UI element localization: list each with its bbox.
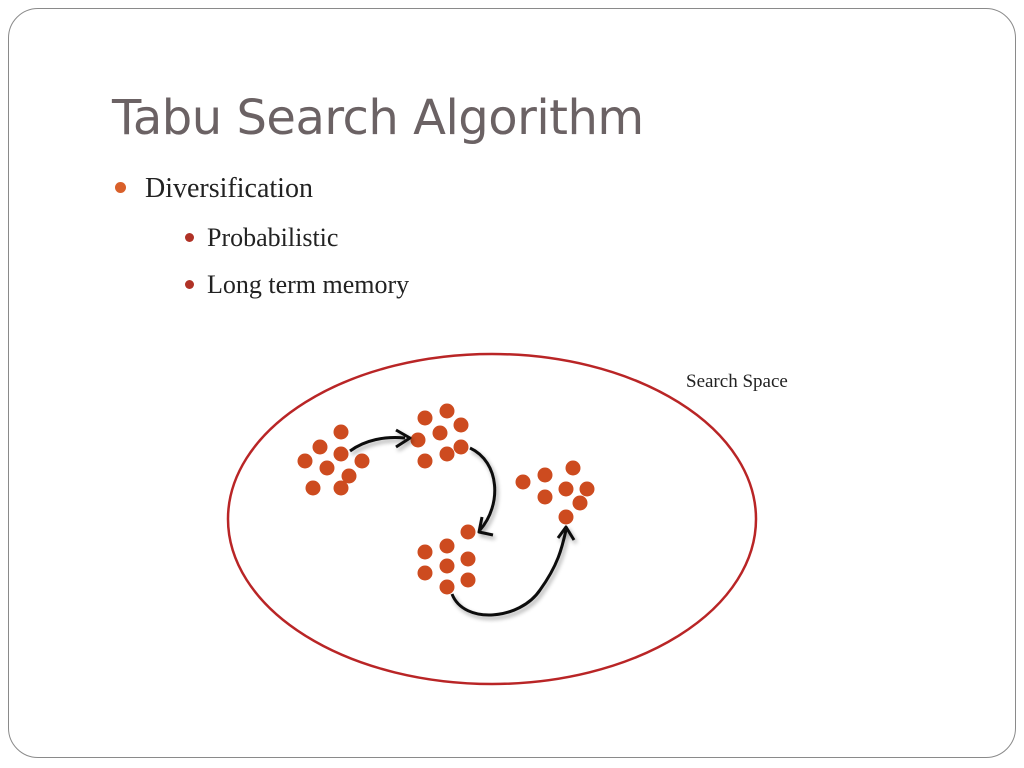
bullet-list: Diversification Probabilistic Long term … [113,168,409,308]
sub-bullet-long-term-memory: Long term memory [145,261,409,308]
sub-bullet-text: Long term memory [207,270,410,299]
bullet-diversification: Diversification Probabilistic Long term … [113,168,409,308]
sub-bullet-list: Probabilistic Long term memory [145,214,409,308]
slide-title: Tabu Search Algorithm [112,90,644,146]
bullet-dot-icon [115,182,126,193]
sub-bullet-dot-icon [185,280,194,289]
sub-bullet-dot-icon [185,233,194,242]
bullet-text: Diversification [145,173,313,204]
sub-bullet-probabilistic: Probabilistic [145,214,409,261]
sub-bullet-text: Probabilistic [207,223,339,252]
